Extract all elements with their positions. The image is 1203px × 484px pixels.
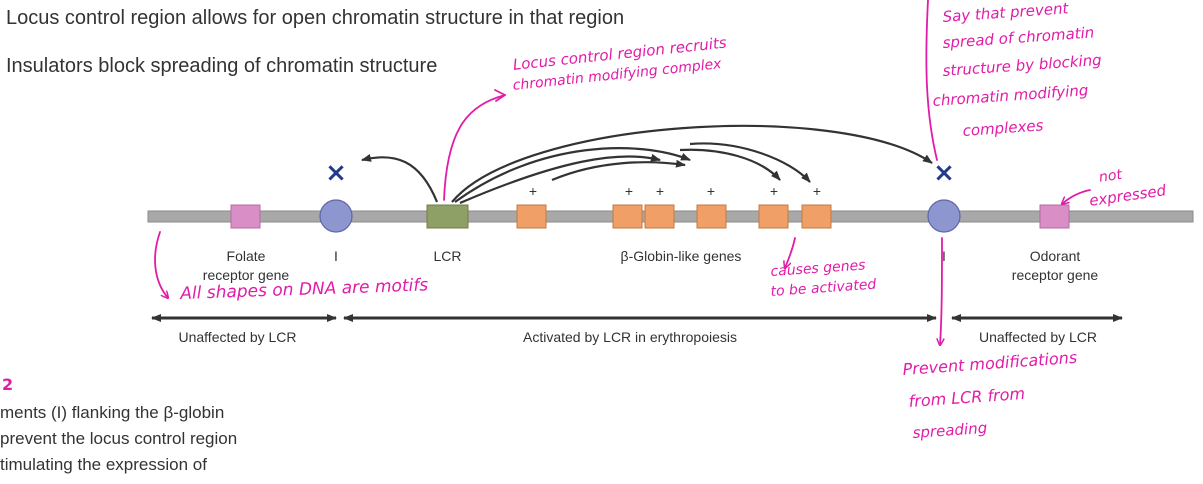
caption-line-1: ments (I) flanking the β-globin bbox=[0, 403, 225, 422]
label-odorant-line2: receptor gene bbox=[1011, 267, 1099, 283]
blocked-cross-left: × bbox=[325, 158, 347, 188]
annotation-bracket-folate bbox=[154, 231, 168, 298]
lcr-box bbox=[426, 204, 469, 229]
arrow-to-globin-a bbox=[454, 147, 691, 203]
page-marker: 2 bbox=[2, 375, 14, 394]
arrow-to-globin-d bbox=[679, 148, 781, 181]
arrow-to-left-insulator bbox=[361, 153, 439, 203]
globin-gene-1 bbox=[516, 204, 547, 229]
lcr-arrows bbox=[361, 124, 933, 205]
globin-gene-5 bbox=[758, 204, 789, 229]
arrow-to-right-insulator bbox=[451, 124, 933, 203]
annotation-arrow-globin bbox=[785, 237, 796, 268]
label-insulator-right: I bbox=[942, 248, 946, 264]
plus-sign-6: + bbox=[813, 183, 821, 199]
annotation-arrow-not-expressed bbox=[1062, 189, 1091, 204]
arrow-to-globin-c bbox=[551, 159, 686, 182]
insulator-left-circle bbox=[319, 199, 353, 233]
plus-sign-4: + bbox=[707, 183, 715, 199]
bullet-insulators: Insulators block spreading of chromatin … bbox=[6, 55, 438, 77]
arrow-to-globin-e bbox=[689, 142, 811, 183]
region-label-right: Unaffected by LCR bbox=[978, 329, 1098, 345]
caption-line-3: timulating the expression of bbox=[0, 455, 207, 474]
label-folate-line1: Folate bbox=[226, 248, 266, 264]
annotation-arrow-lcr-tip bbox=[494, 89, 506, 102]
label-globin-genes: β-Globin-like genes bbox=[620, 248, 742, 264]
folate-receptor-gene-box bbox=[230, 204, 261, 229]
plus-sign-1: + bbox=[529, 183, 537, 199]
globin-gene-2 bbox=[612, 204, 643, 229]
plus-sign-2: + bbox=[625, 183, 633, 199]
annotation-arrow-lcr-note bbox=[443, 94, 506, 201]
blocked-cross-right: × bbox=[933, 158, 955, 188]
caption-line-2: prevent the locus control region bbox=[0, 429, 238, 448]
insulator-right-circle bbox=[927, 199, 961, 233]
annotation-arrow-right-insulator bbox=[940, 237, 942, 345]
label-odorant-line1: Odorant bbox=[1029, 248, 1081, 264]
odorant-receptor-gene-box bbox=[1039, 204, 1070, 229]
plus-sign-5: + bbox=[770, 183, 778, 199]
plus-sign-3: + bbox=[656, 183, 664, 199]
region-label-left: Unaffected by LCR bbox=[178, 329, 297, 345]
annotation-line-insulator-note bbox=[925, 0, 938, 161]
note-not-expressed-line1: not bbox=[1098, 166, 1123, 186]
arrow-to-globin-b bbox=[459, 153, 661, 205]
globin-gene-6 bbox=[801, 204, 832, 229]
globin-gene-4 bbox=[696, 204, 727, 229]
label-insulator-left: I bbox=[334, 248, 338, 264]
globin-gene-3 bbox=[644, 204, 675, 229]
label-lcr: LCR bbox=[433, 248, 462, 264]
label-folate-line2: receptor gene bbox=[202, 267, 290, 283]
bullet-open-chromatin: Locus control region allows for open chr… bbox=[6, 7, 625, 29]
region-label-middle: Activated by LCR in erythropoiesis bbox=[523, 329, 737, 345]
